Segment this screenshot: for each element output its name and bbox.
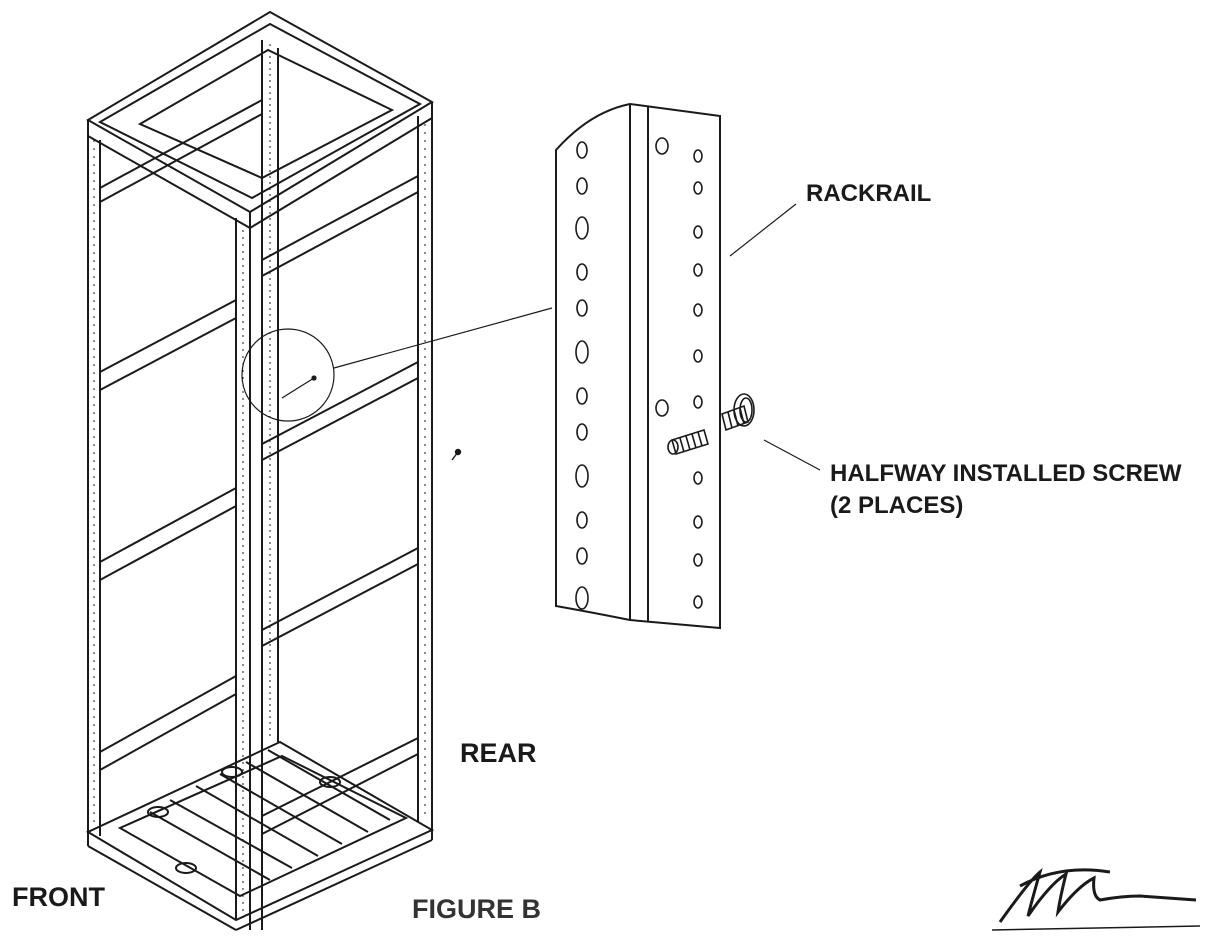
screw-small-icon xyxy=(451,448,462,461)
detail-callout xyxy=(241,307,553,422)
halfway-screw-icon xyxy=(667,393,755,456)
halfway-screw-label: HALFWAY INSTALLED SCREW (2 PLACES) xyxy=(830,458,1182,522)
rack-frame xyxy=(85,10,435,931)
halfway-screw-label-line2: (2 PLACES) xyxy=(830,492,964,519)
rackrail-label: RACKRAIL xyxy=(806,180,932,207)
ma-signature-logo-icon xyxy=(991,867,1201,931)
front-label: FRONT xyxy=(12,882,105,912)
figure-caption: FIGURE B xyxy=(412,894,542,924)
label-leaders xyxy=(729,203,821,471)
rear-label: REAR xyxy=(460,738,537,768)
halfway-screw-label-line1: HALFWAY INSTALLED SCREW xyxy=(830,460,1182,487)
rackrail-detail xyxy=(555,102,721,630)
